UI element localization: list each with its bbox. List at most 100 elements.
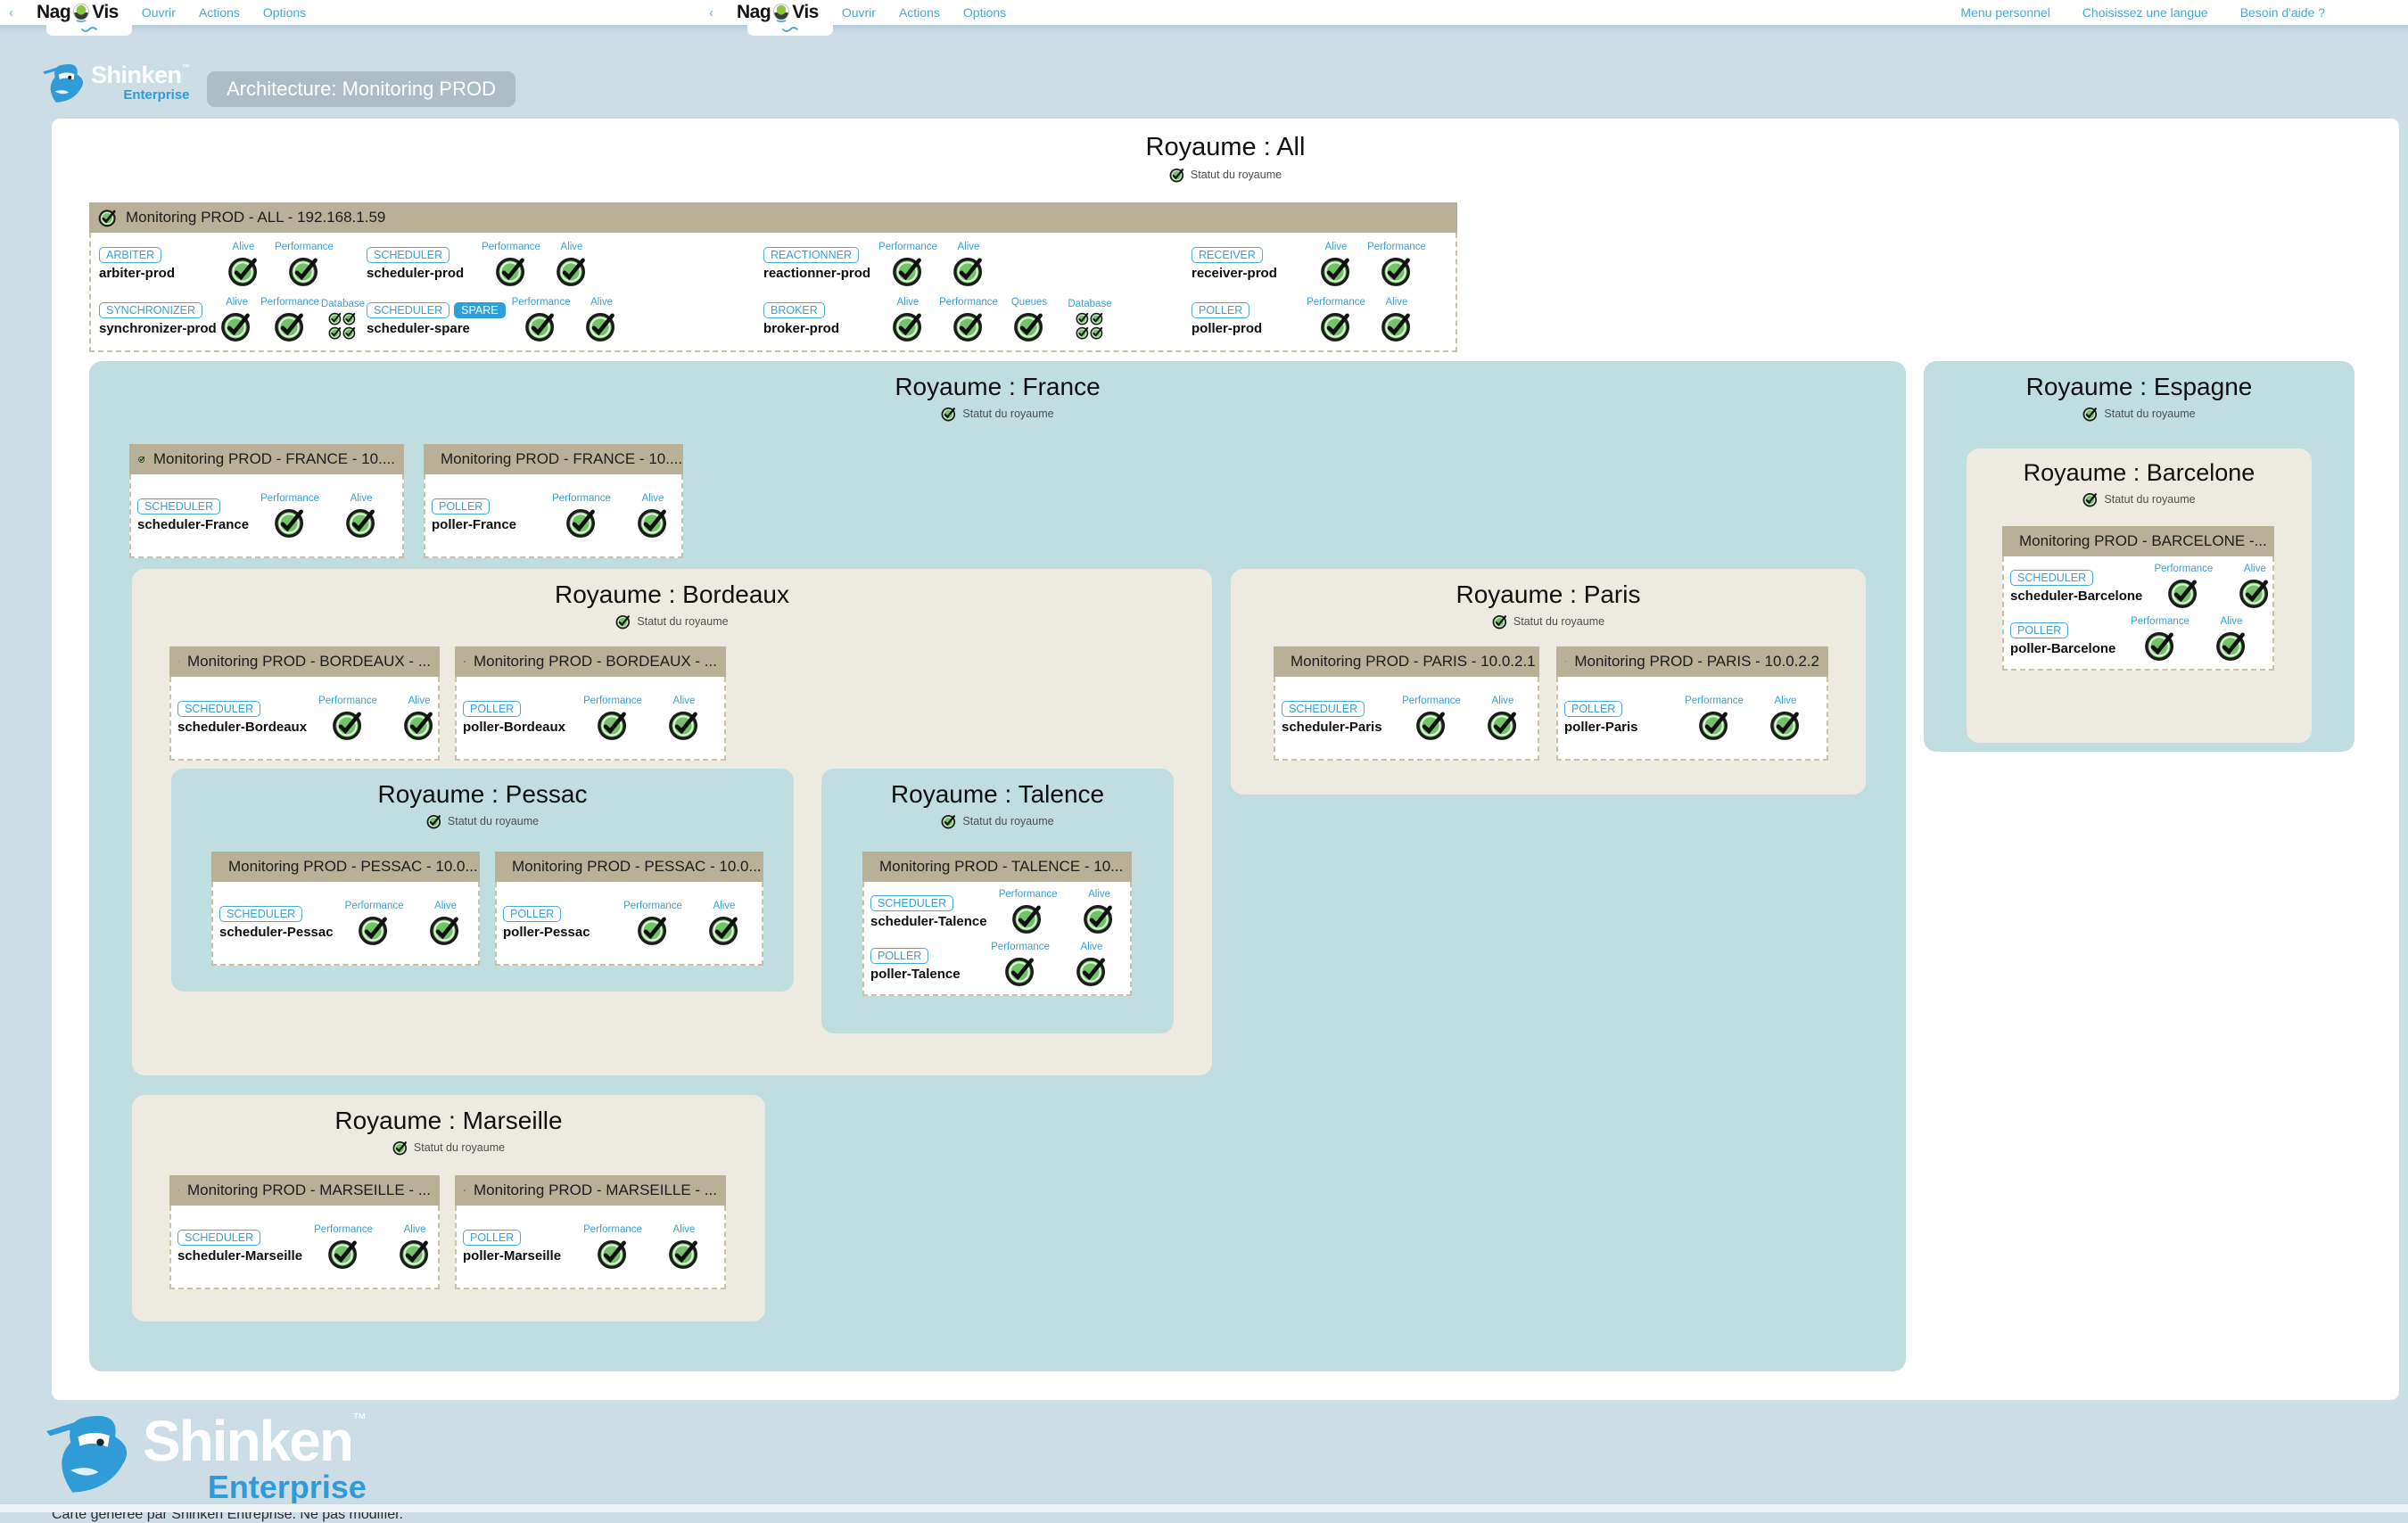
status-ok-icon[interactable] <box>637 913 670 946</box>
database-status-grid-icon[interactable] <box>328 311 357 340</box>
database-status-grid-icon[interactable] <box>1076 311 1104 340</box>
status-ok-icon[interactable] <box>1013 309 1046 342</box>
status-ok-icon[interactable] <box>495 254 528 287</box>
status-ok-icon[interactable] <box>274 309 307 342</box>
status-ok-icon[interactable] <box>332 708 365 741</box>
menu-ouvrir[interactable]: Ouvrir <box>141 5 176 20</box>
node-header[interactable]: Monitoring PROD - PESSAC - 10.0... <box>211 852 480 882</box>
node-header[interactable]: Monitoring PROD - MARSEILLE - ... <box>455 1175 726 1206</box>
collapse-header-chevron[interactable]: ‹ <box>9 4 13 21</box>
status-ok-icon[interactable] <box>892 309 925 342</box>
menu-options[interactable]: Options <box>962 5 1007 20</box>
menu-actions[interactable]: Actions <box>898 5 940 20</box>
collapse-header-chevron[interactable]: ‹ <box>709 4 713 21</box>
status-ok-icon[interactable] <box>2144 629 2177 662</box>
status-ok-icon[interactable] <box>952 254 985 287</box>
status-ok-icon[interactable] <box>2215 629 2248 662</box>
header-toggle-tab[interactable] <box>46 25 132 36</box>
status-ok-icon[interactable] <box>1698 708 1731 741</box>
node-header[interactable]: Monitoring PROD - PARIS - 10.0.2.2 <box>1556 646 1828 677</box>
menu-personnel[interactable]: Menu personnel <box>1960 5 2050 20</box>
status-ok-icon[interactable] <box>1415 708 1448 741</box>
menu-actions[interactable]: Actions <box>198 5 240 20</box>
status-ok-icon[interactable] <box>274 506 307 539</box>
status-ok-icon[interactable] <box>1076 954 1109 987</box>
status-ok-icon[interactable] <box>429 913 462 946</box>
node-header[interactable]: Monitoring PROD - BARCELONE -... <box>2002 526 2274 556</box>
menu-options[interactable]: Options <box>262 5 307 20</box>
menu-langue[interactable]: Choisissez une langue <box>2082 5 2208 20</box>
status-ok-icon[interactable] <box>597 708 630 741</box>
node-header[interactable]: Monitoring PROD - BORDEAUX - ... <box>455 646 726 677</box>
status-ok-icon[interactable] <box>220 309 253 342</box>
node-header[interactable]: Monitoring PROD - FRANCE - 10.... <box>129 444 404 474</box>
status-ok-icon[interactable] <box>1320 309 1353 342</box>
status-ok-icon[interactable] <box>358 913 391 946</box>
status-ok-icon[interactable] <box>392 1140 408 1156</box>
status-ok-icon[interactable] <box>597 1237 630 1270</box>
status-ok-icon[interactable] <box>288 254 321 287</box>
status-ok-icon[interactable] <box>1381 254 1414 287</box>
status-ok-icon[interactable] <box>585 309 618 342</box>
status-ok-icon[interactable] <box>1381 309 1414 342</box>
node-header[interactable]: Monitoring PROD - PESSAC - 10.0... <box>495 852 763 882</box>
status-ok-icon[interactable] <box>399 1237 432 1270</box>
status-ok-icon[interactable] <box>637 506 670 539</box>
status-ok-icon[interactable] <box>1487 708 1520 741</box>
status-ok-icon[interactable] <box>426 813 442 829</box>
node-header[interactable]: Monitoring PROD - MARSEILLE - ... <box>169 1175 440 1206</box>
node-header[interactable]: Monitoring PROD - ALL - 192.168.1.59 <box>89 202 1457 233</box>
node-header[interactable]: Monitoring PROD - TALENCE - 10... <box>862 852 1132 882</box>
status-ok-icon[interactable] <box>1769 708 1802 741</box>
node-header[interactable]: Monitoring PROD - BORDEAUX - ... <box>169 646 440 677</box>
status-ok-icon[interactable] <box>524 309 557 342</box>
node-header[interactable]: Monitoring PROD - PARIS - 10.0.2.1 <box>1274 646 1539 677</box>
header-toggle-tab[interactable] <box>747 25 833 36</box>
status-ok-icon[interactable] <box>403 708 436 741</box>
status-ok-icon[interactable] <box>708 913 741 946</box>
status-ok-icon[interactable] <box>1320 254 1353 287</box>
status-ok-icon[interactable] <box>2239 576 2272 609</box>
status-ok-icon[interactable] <box>1492 613 1508 630</box>
status-ok-icon[interactable] <box>227 254 260 287</box>
status-ok-icon[interactable] <box>1169 167 1185 183</box>
status-ok-icon[interactable] <box>2167 576 2200 609</box>
menu-ouvrir[interactable]: Ouvrir <box>841 5 876 20</box>
status-ok-icon[interactable] <box>345 506 378 539</box>
status-ok-icon[interactable] <box>668 708 701 741</box>
status-ok-icon[interactable] <box>1083 901 1116 934</box>
node-header[interactable]: Monitoring PROD - FRANCE - 10.... <box>424 444 683 474</box>
status-ok-icon[interactable] <box>327 1237 360 1270</box>
status-ok-icon[interactable] <box>556 254 589 287</box>
status-ok-icon[interactable] <box>615 613 631 630</box>
horizontal-scrollbar-track[interactable] <box>0 1503 2408 1512</box>
status-ok-icon[interactable] <box>565 506 598 539</box>
status-ok-icon[interactable] <box>952 309 985 342</box>
status-ok-icon[interactable] <box>941 813 957 829</box>
status-ok-icon[interactable] <box>892 254 925 287</box>
status-ok-icon[interactable] <box>2082 491 2099 507</box>
menu-aide[interactable]: Besoin d'aide ? <box>2239 5 2325 20</box>
